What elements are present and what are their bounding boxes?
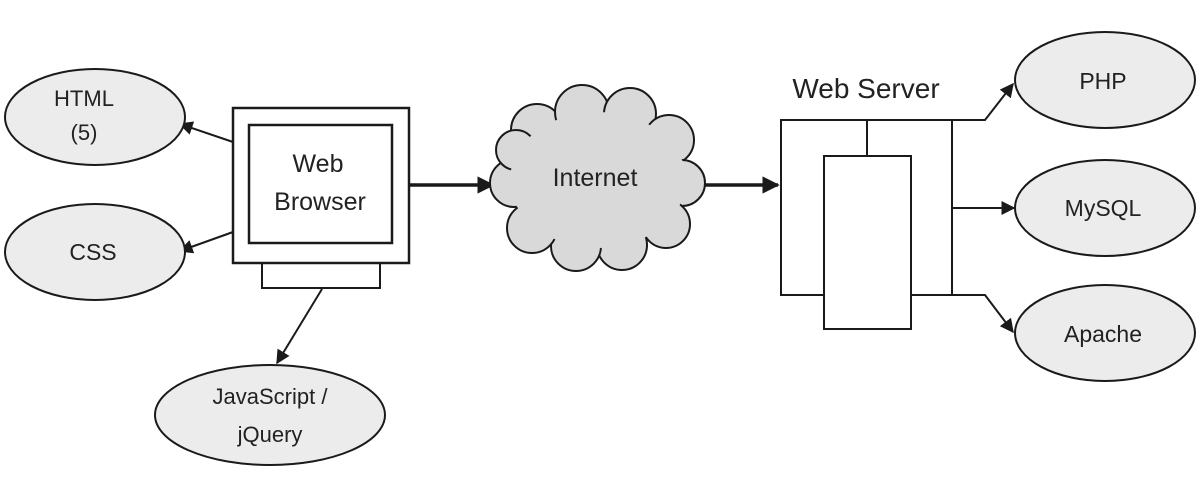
connectors bbox=[178, 82, 1016, 365]
mysql-ellipse bbox=[1014, 159, 1196, 257]
javascript-label: JavaScript / bbox=[213, 384, 329, 409]
edge-server-to-apache bbox=[952, 294, 1014, 334]
php-node: PHP bbox=[1014, 31, 1196, 129]
jquery-label: jQuery bbox=[237, 422, 303, 447]
monitor-stand bbox=[261, 261, 381, 289]
web-browser-label-line2: Browser bbox=[274, 188, 366, 216]
javascript-node: JavaScript / jQuery bbox=[154, 364, 386, 466]
internet-node: Internet bbox=[489, 84, 706, 272]
html-node: HTML (5) bbox=[4, 68, 186, 166]
monitor-screen bbox=[247, 123, 394, 245]
apache-ellipse bbox=[1014, 284, 1196, 382]
apache-label: Apache bbox=[1064, 321, 1142, 347]
php-label: PHP bbox=[1079, 68, 1126, 94]
internet-label: Internet bbox=[553, 164, 638, 192]
apache-node: Apache bbox=[1014, 284, 1196, 382]
edge-browser-to-javascript bbox=[276, 288, 323, 365]
edge-server-to-php bbox=[952, 82, 1014, 121]
html-label: HTML bbox=[54, 86, 114, 111]
cloud-core bbox=[510, 112, 686, 248]
css-label: CSS bbox=[69, 239, 116, 265]
web-server-node: Web Server bbox=[780, 73, 953, 330]
javascript-ellipse bbox=[154, 364, 386, 466]
edge-browser-to-css bbox=[178, 231, 234, 254]
css-ellipse bbox=[4, 203, 186, 301]
web-server-label: Web Server bbox=[792, 73, 939, 104]
mysql-node: MySQL bbox=[1014, 159, 1196, 257]
web-browser-node: Web Browser bbox=[231, 106, 411, 289]
server-front-panel bbox=[823, 155, 912, 330]
web-browser-label-line1: Web bbox=[293, 150, 344, 178]
html-ellipse bbox=[4, 68, 186, 166]
edge-browser-to-html bbox=[178, 121, 234, 143]
mysql-label: MySQL bbox=[1065, 195, 1142, 221]
php-ellipse bbox=[1014, 31, 1196, 129]
html-version-label: (5) bbox=[71, 120, 98, 145]
css-node: CSS bbox=[4, 203, 186, 301]
